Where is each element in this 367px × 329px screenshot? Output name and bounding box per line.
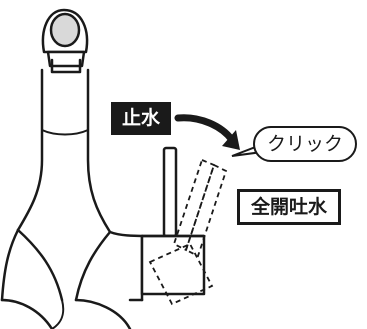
handle-housing [140, 234, 206, 296]
faucet-body [0, 228, 144, 329]
spout-neck [16, 68, 112, 234]
spout-head [41, 8, 89, 74]
stop-water-label: 止水 [111, 102, 171, 135]
click-bubble: クリック [253, 126, 357, 162]
full-open-label: 全開吐水 [237, 189, 341, 225]
handle-lever-open-dashed [148, 158, 228, 306]
handle-lever-closed [162, 146, 178, 238]
curved-arrow-icon [174, 114, 240, 150]
